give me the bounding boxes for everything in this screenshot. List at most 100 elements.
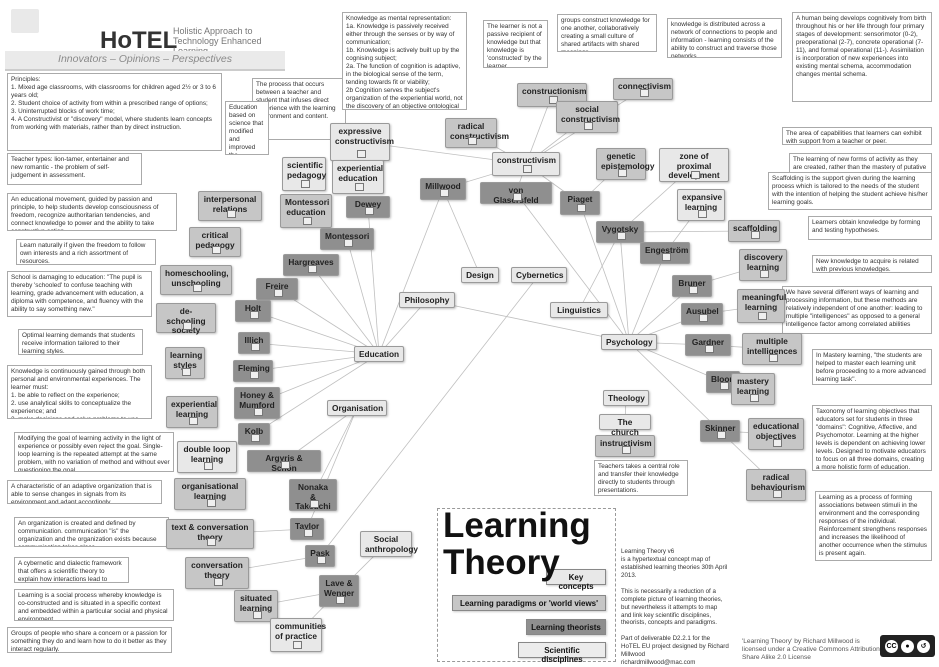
node-engestrom[interactable]: Engeström [640,242,690,264]
note-learner-not-passive: The learner is not a passive recipient o… [483,20,548,68]
node-argyris-schon[interactable]: Argyris & Schön [247,450,321,472]
node-millwood[interactable]: Millwood [420,178,466,200]
node-bruner[interactable]: Bruner [672,275,712,297]
node-ausubel[interactable]: Ausubel [681,303,723,325]
node-social-anthropology[interactable]: Social anthropology [360,531,418,557]
node-taylor[interactable]: Taylor [290,518,324,540]
node-kolb[interactable]: Kolb [238,423,270,445]
node-cybernetics[interactable]: Cybernetics [511,267,567,283]
node-vygotsky[interactable]: Vygotsky [596,221,644,243]
note-new-knowledge: New knowledge to acquire is related with… [812,255,932,273]
hotel-logo-icon [11,9,39,33]
node-genetic-epistemology[interactable]: genetic epistemology [596,148,654,180]
node-social-constructivism[interactable]: social constructivism [556,101,620,133]
node-constructivism[interactable]: constructivism [492,152,560,176]
node-meaningful-learning[interactable]: meaningful learning [737,289,786,323]
node-critical-pedagogy[interactable]: critical pedagogy [189,227,241,257]
node-communities-of-practice[interactable]: communities of practice [270,618,326,652]
node-radical-behaviourism[interactable]: radical behaviourism [746,469,806,501]
note-taxonomy: Taxonomy of learning objectives that edu… [812,405,932,471]
node-zone-of-proximal-development[interactable]: zone of proximal development [659,148,729,182]
legend-theorists[interactable]: Learning theorists [526,619,606,635]
node-montessori-education[interactable]: Montessori education [280,194,332,228]
note-different-ways: We have several different ways of learni… [782,286,932,334]
node-dewey[interactable]: Dewey [346,196,390,218]
note-adaptive-org: A characteristic of an adaptive organiza… [7,480,162,504]
note-educational-movement: An educational movement, guided by passi… [7,193,177,231]
node-instructivism[interactable]: instructivism [595,435,655,457]
legend-paradigms[interactable]: Learning paradigms or 'world views' [452,595,606,611]
cc-license-icon[interactable]: CC●↺ [880,635,935,657]
note-modifying-goal: Modifying the goal of learning activity … [14,432,174,472]
link-line [578,231,621,311]
note-teachers-central: Teachers takes a central role and transf… [594,460,688,496]
node-the-church[interactable]: The church [599,414,651,436]
node-fleming[interactable]: Fleming [233,360,273,382]
node-organisation[interactable]: Organisation [327,400,387,416]
node-linguistics[interactable]: Linguistics [550,302,608,318]
note-school-damaging: School is damaging to education: "The pu… [7,271,152,317]
node-connectivism[interactable]: connectivism [613,78,673,100]
cc-by-icon: ● [901,639,914,653]
node-text-conversation-theory[interactable]: text & conversation theory [166,519,254,549]
node-education[interactable]: Education [354,346,404,362]
brand-name: HoTEL [100,27,178,54]
node-hargreaves[interactable]: Hargreaves [283,254,339,276]
note-groups-construct: groups construct knowledge for one anoth… [557,14,657,52]
note-piaget-stages: A human being develops cognitively from … [792,12,932,102]
node-skinner[interactable]: Skinner [700,420,740,442]
node-pask[interactable]: Pask [305,545,335,567]
link-line [579,202,630,343]
node-freire[interactable]: Freire [256,278,298,300]
node-radical-constructivism[interactable]: radical constructivism [445,118,509,148]
node-theology[interactable]: Theology [603,390,649,406]
node-organisational-learning[interactable]: organisational learning [174,478,246,510]
node-expansive-learning[interactable]: expansive learning [677,189,725,221]
link-line [346,238,380,355]
node-honey-mumford[interactable]: Honey & Mumford [234,387,280,419]
note-process-associations: Learning as a process of forming associa… [815,491,932,561]
node-homeschooling-unschooling[interactable]: homeschooling, unschooling [160,265,232,295]
node-educational-objectives[interactable]: educational objectives [748,418,804,450]
node-holt[interactable]: Holt [235,300,271,322]
node-piaget[interactable]: Piaget [560,191,600,215]
note-principles: Principles: 1. Mixed age classrooms, wit… [7,73,222,151]
legend-key-concepts[interactable]: Key concepts [546,569,606,591]
node-lave-wenger[interactable]: Lave & Wenger [319,575,359,607]
node-double-loop-learning[interactable]: double loop learning [177,441,237,473]
node-illich[interactable]: Illich [238,332,270,354]
license-credit: 'Learning Theory' by Richard Millwood is… [742,638,883,661]
node-philosophy[interactable]: Philosophy [399,292,455,308]
link-line [378,188,444,355]
node-experiential-learning[interactable]: experiential learning [166,396,218,428]
node-psychology[interactable]: Psychology [601,334,657,350]
node-expressive-constructivism[interactable]: expressive constructivism [330,123,394,161]
node-conversation-theory[interactable]: conversation theory [185,557,249,589]
node-mastery-learning[interactable]: mastery learning [731,373,775,405]
node-design[interactable]: Design [461,267,499,283]
note-groups-concern: Groups of people who share a concern or … [7,627,172,653]
note-mastery: In Mastery learning, "the students are h… [812,349,932,385]
link-line [378,299,428,355]
node-scientific-pedagogy[interactable]: scientific pedagogy [282,157,326,191]
node-learning-styles[interactable]: learning styles [165,347,205,379]
node-interpersonal-relations[interactable]: interpersonal relations [198,191,262,221]
link-line [426,299,630,343]
node-montessori[interactable]: Montessori [320,228,374,250]
node-experiential-education[interactable]: experiential education [332,160,384,194]
legend-disciplines[interactable]: Scientific disciplines [518,642,606,664]
note-learners-obtain: Learners obtain knowledge by forming and… [808,216,932,240]
note-knowledge-mental: Knowledge as mental representation: 1a. … [342,12,467,110]
node-scaffolding[interactable]: scaffolding [728,220,780,242]
note-knowledge-distributed: knowledge is distributed across a networ… [667,18,782,58]
node-discovery-learning[interactable]: discovery learning [739,249,787,281]
link-line [319,274,540,557]
node-situated-learning[interactable]: situated learning [234,590,278,622]
node-nonaka-takeuchi[interactable]: Nonaka & Takeuchi [289,479,337,511]
node-deschooling-society[interactable]: de-schooling society [156,303,216,335]
node-multiple-intelligences[interactable]: multiple intelligences [742,333,802,365]
brand-subtitle: Holistic Approach to Technology Enhanced… [173,26,262,56]
node-von-glasersfeld[interactable]: von Glasersfeld [480,182,552,204]
tagline: Innovators – Opinions – Perspectives [58,53,232,65]
node-gardner[interactable]: Gardner [685,334,731,356]
